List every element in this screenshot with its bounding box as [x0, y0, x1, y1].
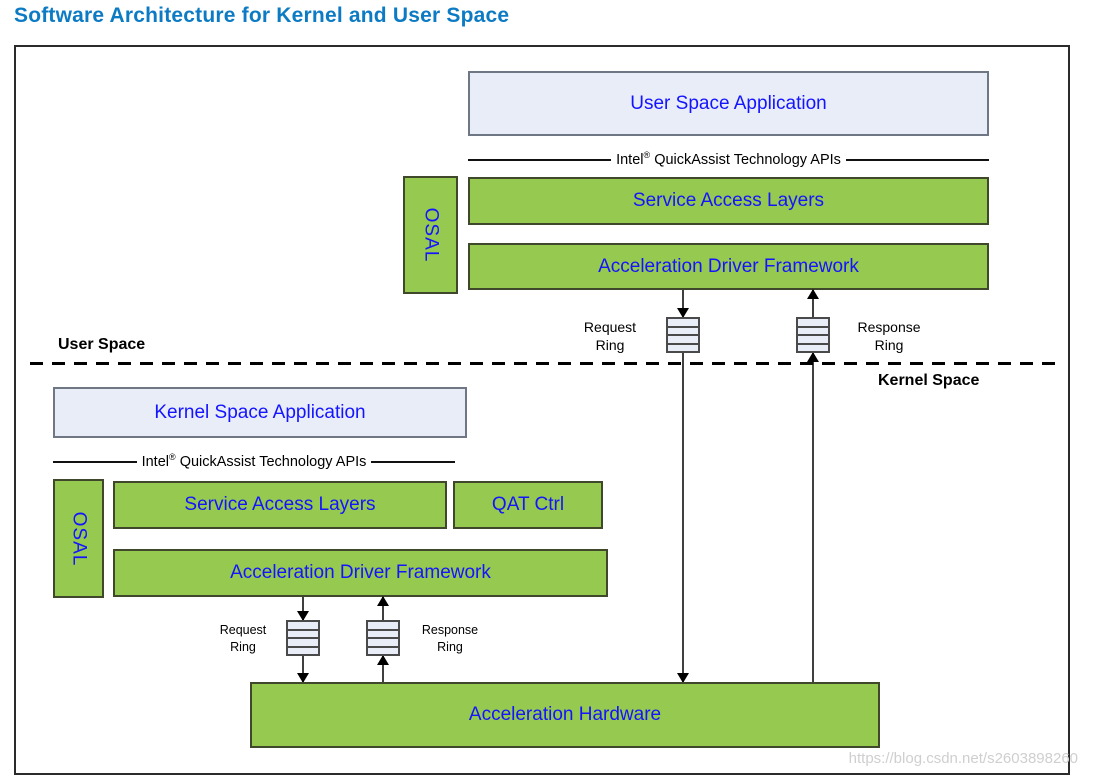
service-access-layers-box-user: Service Access Layers: [468, 177, 989, 225]
arrow-request-ring-kernel-to-hardware: [297, 656, 309, 683]
arrow-response-ring-user-to-adf: [807, 289, 819, 317]
registered-trademark-icon: ®: [643, 150, 651, 161]
response-ring-icon-kernel: [366, 620, 400, 656]
service-access-layers-kernel-label: Service Access Layers: [184, 494, 376, 515]
acceleration-driver-framework-box-kernel: Acceleration Driver Framework: [113, 549, 608, 597]
qat-ctrl-box: QAT Ctrl: [453, 481, 603, 529]
divider-line-right: [845, 159, 989, 161]
api-divider-kernel: Intel® QuickAssist Technology APIs: [53, 452, 455, 472]
kernel-space-application-label: Kernel Space Application: [154, 401, 366, 423]
service-access-layers-box-kernel: Service Access Layers: [113, 481, 447, 529]
kernel-space-application-box: Kernel Space Application: [53, 387, 467, 438]
divider-line-right: [371, 461, 455, 463]
arrow-adf-to-request-ring-user: [677, 290, 689, 318]
arrow-hardware-to-response-ring-user: [807, 352, 819, 682]
service-access-layers-user-label: Service Access Layers: [632, 190, 825, 211]
response-ring-kernel-label: Response Ring: [421, 623, 479, 654]
osal-kernel-label: OSAL: [68, 511, 90, 566]
divider-line-left: [468, 159, 612, 161]
arrow-response-ring-kernel-to-adf: [377, 596, 389, 620]
registered-trademark-icon: ®: [169, 452, 176, 463]
acceleration-hardware-box: Acceleration Hardware: [250, 682, 880, 748]
request-ring-icon-kernel: [286, 620, 320, 656]
request-ring-icon-user: [666, 317, 700, 353]
user-space-application-box: User Space Application: [468, 71, 989, 136]
osal-box-kernel: OSAL: [53, 479, 104, 598]
adf-kernel-label: Acceleration Driver Framework: [230, 562, 491, 583]
request-ring-user-label: Request Ring: [583, 319, 637, 354]
qat-ctrl-label: QAT Ctrl: [491, 494, 565, 515]
user-space-label: User Space: [58, 336, 146, 353]
api-divider-user-label: Intel® QuickAssist Technology APIs: [616, 150, 841, 168]
user-space-application-label: User Space Application: [630, 92, 827, 114]
api-divider-kernel-label: Intel® QuickAssist Technology APIs: [141, 452, 367, 470]
acceleration-hardware-label: Acceleration Hardware: [468, 704, 662, 725]
user-kernel-boundary-line: [30, 362, 1062, 365]
arrow-adf-to-request-ring-kernel: [297, 597, 309, 621]
osal-user-label: OSAL: [420, 207, 442, 263]
adf-user-label: Acceleration Driver Framework: [598, 255, 859, 277]
kernel-space-label: Kernel Space: [878, 372, 980, 389]
api-divider-user: Intel® QuickAssist Technology APIs: [468, 149, 989, 171]
page-title: Software Architecture for Kernel and Use…: [14, 4, 510, 27]
watermark-text: https://blog.csdn.net/s2603898260: [848, 750, 1078, 767]
osal-box-user: OSAL: [403, 176, 458, 294]
request-ring-kernel-label: Request Ring: [219, 623, 267, 654]
acceleration-driver-framework-box-user: Acceleration Driver Framework: [468, 243, 989, 290]
arrow-request-ring-user-to-hardware: [677, 353, 689, 683]
response-ring-icon-user: [796, 317, 830, 353]
arrow-hardware-to-response-ring-kernel: [377, 655, 389, 682]
response-ring-user-label: Response Ring: [857, 319, 921, 354]
divider-line-left: [53, 461, 137, 463]
